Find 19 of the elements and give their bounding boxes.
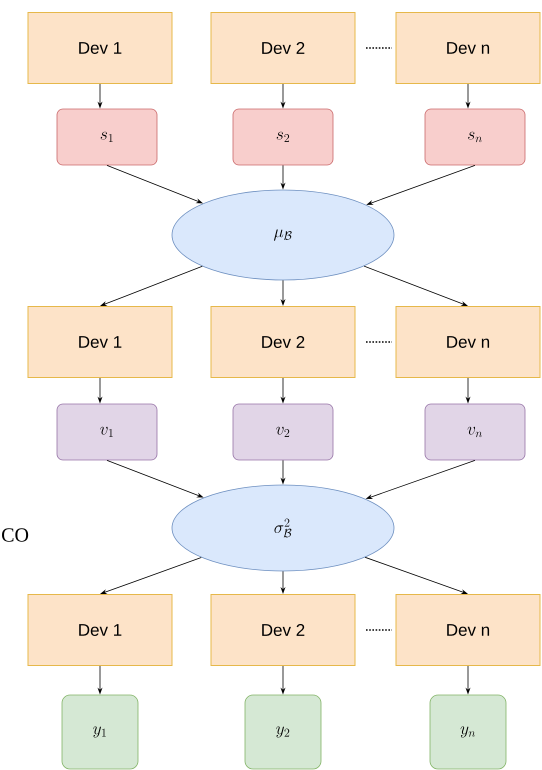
- output-box: $y_2$: [244, 694, 322, 770]
- device-box: Dev 1: [28, 594, 172, 666]
- device-box: Dev 2: [210, 306, 356, 378]
- output-box: $y_1$: [62, 694, 138, 770]
- value-box: $s_2$: [232, 108, 334, 166]
- value-box: $s_n$: [424, 108, 526, 166]
- value-box: $v_2$: [232, 404, 334, 460]
- device-box: Dev 2: [210, 12, 356, 84]
- device-box: Dev 1: [28, 12, 172, 84]
- device-box: Dev 1: [28, 306, 172, 378]
- value-box: $v_1$: [56, 404, 158, 460]
- device-box: Dev 2: [210, 594, 356, 666]
- output-box: $y_n$: [430, 694, 506, 770]
- text-fragment: CO: [2, 528, 28, 542]
- device-box: Dev n: [396, 12, 540, 84]
- value-box: $s_1$: [56, 108, 158, 166]
- device-box: Dev n: [396, 306, 540, 378]
- device-box: Dev n: [396, 594, 540, 666]
- value-box: $v_n$: [424, 404, 526, 460]
